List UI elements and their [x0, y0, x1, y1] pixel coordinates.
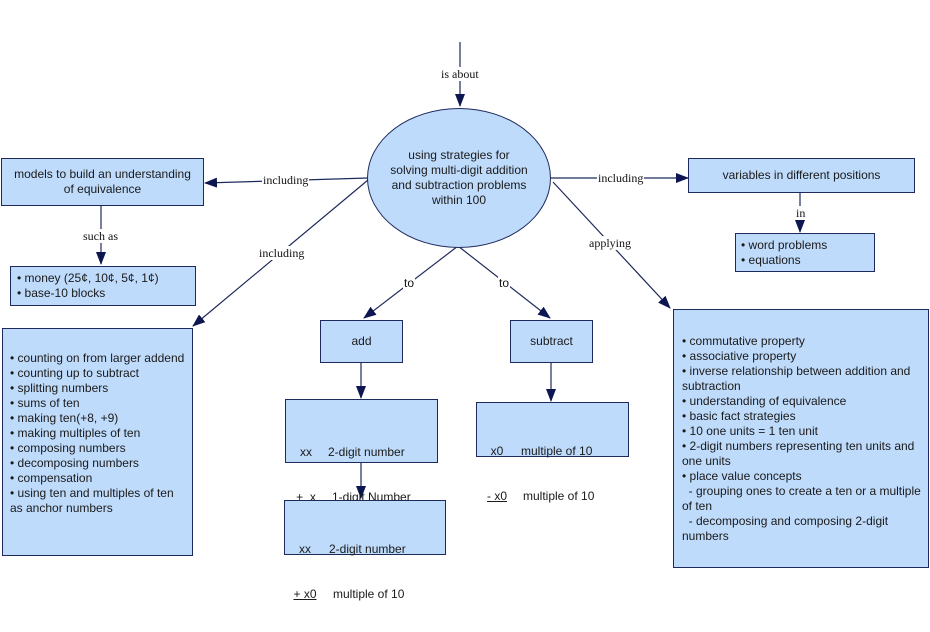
models-text: models to build an understanding of equi… — [14, 167, 191, 196]
subtract-step1-desc-2: multiple of 10 — [523, 489, 595, 503]
list-item: • decomposing numbers — [10, 456, 139, 470]
link-label-including-models: including — [262, 173, 310, 187]
subtract-step1-operand-1: x0 — [490, 444, 504, 458]
models-examples-node[interactable]: • money (25¢, 10¢, 5¢, 1¢) • base-10 blo… — [10, 266, 196, 306]
list-item: • 10 one units = 1 ten unit — [682, 424, 818, 438]
add-step1-operand-1: xx — [300, 445, 312, 459]
properties-node[interactable]: • commutative property • associative pro… — [673, 309, 929, 568]
add-step2-desc-2: multiple of 10 — [333, 587, 405, 601]
list-item: • place value concepts — [682, 469, 802, 483]
add-step1-operand-2: + x — [296, 490, 316, 504]
add-node[interactable]: add — [320, 320, 403, 363]
list-item: • composing numbers — [10, 441, 126, 455]
add-step2-node[interactable]: xx 2-digit number + x0 multiple of 10 — [284, 500, 446, 601]
add-text: add — [351, 334, 372, 348]
link-label-such-as: such as — [82, 229, 119, 243]
list-item: • base-10 blocks — [17, 286, 106, 300]
subtract-text: subtract — [530, 334, 573, 348]
list-item: • money (25¢, 10¢, 5¢, 1¢) — [17, 271, 159, 285]
variables-contexts-node[interactable]: • word problems • equations — [735, 233, 875, 272]
link-label-including-strategies: including — [258, 246, 306, 260]
list-item: • sums of ten — [10, 396, 80, 410]
central-topic-text: using strategies for solving multi-digit… — [390, 148, 528, 207]
models-node[interactable]: models to build an understanding of equi… — [1, 158, 204, 206]
list-item: • making multiples of ten — [10, 426, 141, 440]
link-label-to-subtract: to — [498, 276, 511, 290]
link-label-including-variables: including — [597, 171, 645, 185]
list-item: • counting on from larger addend — [10, 351, 185, 365]
add-step1-desc-1: 2-digit number — [328, 445, 405, 459]
variables-node[interactable]: variables in different positions — [688, 158, 915, 193]
link-label-is-about: is about — [440, 67, 480, 81]
link-label-to-add: to — [403, 276, 416, 290]
subtract-step1-desc-1: multiple of 10 — [521, 444, 593, 458]
link-label-in: in — [795, 206, 807, 220]
list-item: • inverse relationship between addition … — [682, 364, 914, 393]
variables-text: variables in different positions — [722, 168, 881, 182]
list-item: • splitting numbers — [10, 381, 109, 395]
list-item: • 2-digit numbers representing ten units… — [682, 439, 918, 468]
list-item: • word problems — [741, 238, 828, 252]
list-item: • associative property — [682, 349, 797, 363]
link-label-applying: applying — [588, 236, 632, 250]
subtract-step1-node[interactable]: x0 multiple of 10 - x0 multiple of 10 — [476, 402, 629, 503]
list-item: - grouping ones to create a ten or a mul… — [682, 484, 925, 513]
list-item: • using ten and multiples of ten as anch… — [10, 486, 177, 515]
subtract-step1-operand-2: - x0 — [486, 489, 507, 503]
subtract-node[interactable]: subtract — [510, 320, 593, 363]
add-step2-operand-2: + x0 — [293, 587, 317, 601]
add-step2-desc-1: 2-digit number — [329, 542, 406, 556]
list-item: • compensation — [10, 471, 93, 485]
list-item: • understanding of equivalence — [682, 394, 847, 408]
add-step2-operand-1: xx — [299, 542, 311, 556]
central-topic-node[interactable]: using strategies for solving multi-digit… — [367, 108, 551, 248]
list-item: - decomposing and composing 2-digit numb… — [682, 514, 892, 543]
list-item: • commutative property — [682, 334, 805, 348]
list-item: • counting up to subtract — [10, 366, 139, 380]
list-item: • making ten(+8, +9) — [10, 411, 119, 425]
strategies-node[interactable]: • counting on from larger addend • count… — [2, 328, 193, 556]
list-item: • equations — [741, 253, 801, 267]
list-item: • basic fact strategies — [682, 409, 796, 423]
